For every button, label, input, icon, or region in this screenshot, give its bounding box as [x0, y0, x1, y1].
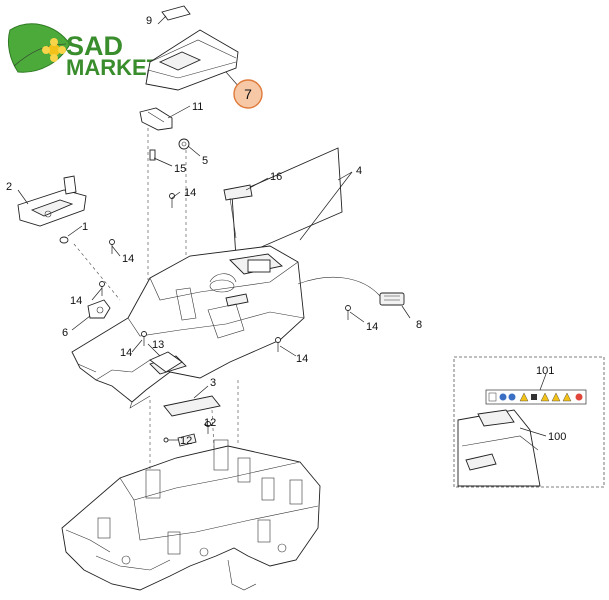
callout-9[interactable]: 9: [146, 15, 152, 27]
logo: SAD MARKET: [7, 23, 161, 80]
callout-14-d[interactable]: 14: [120, 347, 132, 359]
part-main-housing: [71, 245, 305, 409]
part-clip: [87, 299, 111, 319]
part-sheet: [231, 147, 343, 259]
callout-1[interactable]: 1: [82, 221, 88, 233]
callout-16[interactable]: 16: [270, 171, 282, 183]
callout-12-b[interactable]: 12: [180, 435, 192, 447]
part-spring: [178, 138, 190, 150]
warning-icons: [488, 392, 583, 402]
callout-100[interactable]: 100: [548, 431, 566, 443]
part-lever: [149, 351, 183, 373]
part-grommet: [59, 236, 69, 244]
part-connector: [379, 292, 405, 306]
part-chassis-frame: [61, 439, 321, 591]
callout-14-f[interactable]: 14: [366, 321, 378, 333]
part-hinge: [139, 107, 173, 131]
callout-labels: 9 11 5 15 16 4 2 1 14 14 14 14 14 14 6 1…: [6, 15, 566, 447]
callout-14-a[interactable]: 14: [184, 187, 196, 199]
callout-4[interactable]: 4: [356, 165, 362, 177]
callout-15[interactable]: 15: [174, 163, 186, 175]
screw-set: [99, 193, 351, 443]
highlighted-callout-7[interactable]: 7: [233, 79, 263, 109]
callout-13[interactable]: 13: [152, 339, 164, 351]
inset-detail: [453, 356, 605, 488]
flower-icon: [42, 38, 66, 62]
callout-8[interactable]: 8: [416, 319, 422, 331]
callout-14-b[interactable]: 14: [122, 253, 134, 265]
part-small-tab: [177, 433, 197, 447]
part-strip: [223, 184, 253, 239]
callout-14-e[interactable]: 14: [296, 353, 308, 365]
callout-label: 7: [244, 86, 252, 102]
callout-5[interactable]: 5: [202, 155, 208, 167]
part-pin: [149, 149, 156, 161]
logo-brand-bottom: MARKET: [66, 55, 161, 80]
logo-brand-top: SAD: [66, 31, 123, 61]
assembly-lines: [73, 128, 239, 470]
callout-2[interactable]: 2: [6, 181, 12, 193]
part-cover-lid: [145, 29, 239, 91]
part-label-plate: [161, 5, 191, 21]
leader-lines: [17, 15, 547, 441]
callout-101[interactable]: 101: [536, 365, 554, 377]
callout-6[interactable]: 6: [62, 327, 68, 339]
part-flat-plate: [163, 395, 221, 417]
callout-14-c[interactable]: 14: [70, 295, 82, 307]
cable-line: [297, 276, 381, 297]
callout-11[interactable]: 11: [192, 101, 203, 113]
callout-12-a[interactable]: 12: [204, 417, 216, 429]
callout-3[interactable]: 3: [210, 377, 216, 389]
part-bracket: [17, 175, 87, 227]
